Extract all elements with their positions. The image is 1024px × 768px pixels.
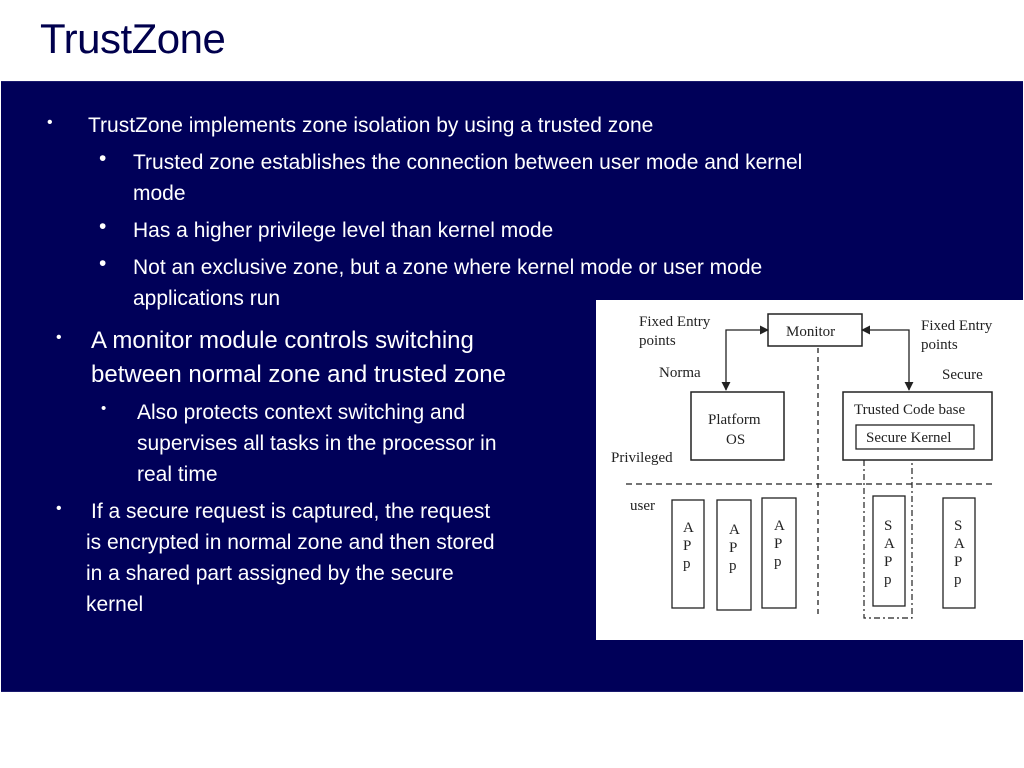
sapp-char: p bbox=[954, 572, 962, 588]
bullet-2-line-2: between normal zone and trusted zone bbox=[91, 361, 506, 388]
trusted-code-base-label: Trusted Code base bbox=[854, 402, 965, 418]
sapp-char: p bbox=[884, 572, 892, 588]
app-char: A bbox=[683, 520, 694, 536]
app-char: p bbox=[683, 556, 691, 572]
arrow-right bbox=[861, 325, 914, 391]
fixed-entry-right-2: points bbox=[921, 337, 958, 353]
sub-bullet-4-line-3: real time bbox=[137, 463, 218, 486]
trusted-code-base-box bbox=[842, 391, 993, 461]
fixed-entry-left-1: Fixed Entry bbox=[639, 314, 711, 330]
sapp-char: S bbox=[884, 518, 892, 534]
bullet-3-line-2: is encrypted in normal zone and then sto… bbox=[86, 531, 495, 554]
monitor-label: Monitor bbox=[786, 324, 835, 340]
app-box-2: A P p bbox=[716, 499, 752, 611]
bullet-2-line-1: A monitor module controls switching bbox=[91, 327, 474, 354]
app-char: A bbox=[774, 518, 785, 534]
trustzone-diagram: Monitor Fixed Entry points Fixed Entry p… bbox=[596, 300, 1024, 640]
sub-bullet-dot: • bbox=[99, 215, 107, 238]
bullet-dot: • bbox=[47, 114, 53, 131]
platform-os-box bbox=[690, 391, 785, 461]
sub-bullet-4-line-2: supervises all tasks in the processor in bbox=[137, 432, 497, 455]
sapp-char: A bbox=[954, 536, 965, 552]
platform-os-label-2: OS bbox=[726, 432, 745, 448]
sapp-char: P bbox=[954, 554, 962, 570]
shared-region-outline bbox=[863, 460, 913, 619]
app-char: P bbox=[774, 536, 782, 552]
sub-bullet-3-line-1: Not an exclusive zone, but a zone where … bbox=[133, 256, 763, 279]
app-box-3: A P p bbox=[761, 497, 797, 609]
app-char: P bbox=[683, 538, 691, 554]
privileged-label: Privileged bbox=[611, 450, 673, 466]
sapp-box-1: S A P p bbox=[872, 495, 906, 607]
fixed-entry-left-2: points bbox=[639, 333, 676, 349]
sapp-char: A bbox=[884, 536, 895, 552]
app-char: P bbox=[729, 540, 737, 556]
bullet-3-line-3: in a shared part assigned by the secure bbox=[86, 562, 454, 585]
normal-zone-label: Norma bbox=[659, 365, 701, 381]
user-label: user bbox=[630, 498, 655, 514]
sub-bullet-1-line-2: mode bbox=[133, 182, 186, 205]
fixed-entry-right-1: Fixed Entry bbox=[921, 318, 993, 334]
app-char: p bbox=[774, 554, 782, 570]
sub-bullet-3-line-2: applications run bbox=[133, 287, 281, 310]
sub-bullet-dot: • bbox=[101, 400, 107, 417]
app-box-1: A P p bbox=[671, 499, 705, 609]
sub-bullet-dot: • bbox=[99, 147, 107, 170]
secure-zone-label: Secure bbox=[942, 367, 983, 383]
bullet-3-line-4: kernel bbox=[86, 593, 144, 616]
secure-kernel-label: Secure Kernel bbox=[866, 430, 951, 446]
slide-title: TrustZone bbox=[40, 15, 226, 62]
platform-os-label-1: Platform bbox=[708, 412, 761, 428]
sapp-char: P bbox=[884, 554, 892, 570]
sapp-char: S bbox=[954, 518, 962, 534]
secure-kernel-box bbox=[855, 424, 975, 450]
sub-bullet-4-line-1: Also protects context switching and bbox=[137, 401, 466, 424]
arrow-left bbox=[721, 325, 769, 391]
bullet-3-line-1: If a secure request is captured, the req… bbox=[91, 500, 491, 523]
sub-bullet-1-line-1: Trusted zone establishes the connection … bbox=[133, 151, 803, 174]
bullet-dot: • bbox=[56, 500, 62, 517]
bullet-1-text: TrustZone implements zone isolation by u… bbox=[88, 114, 654, 137]
sapp-box-2: S A P p bbox=[942, 497, 976, 609]
app-char: p bbox=[729, 558, 737, 574]
diagram-svg: Monitor Fixed Entry points Fixed Entry p… bbox=[611, 313, 996, 619]
sub-bullet-2: Has a higher privilege level than kernel… bbox=[133, 219, 554, 242]
sub-bullet-dot: • bbox=[99, 252, 107, 275]
bullet-dot: • bbox=[56, 329, 62, 346]
app-char: A bbox=[729, 522, 740, 538]
